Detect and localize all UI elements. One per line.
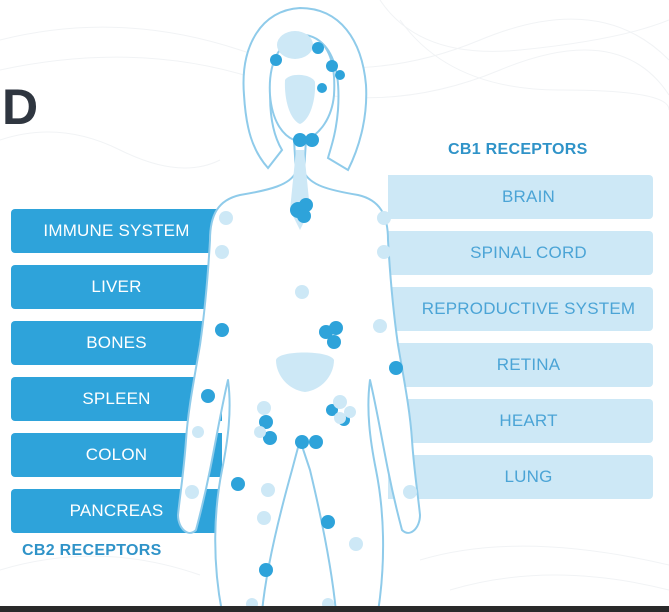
receptor-dot <box>293 133 307 147</box>
receptor-dot <box>297 209 311 223</box>
receptor-dot <box>257 511 271 525</box>
receptor-dot <box>329 321 343 335</box>
receptor-dot <box>254 426 266 438</box>
receptor-dot <box>215 323 229 337</box>
receptor-dot <box>344 406 356 418</box>
receptor-dot <box>377 245 391 259</box>
receptor-dot <box>334 412 346 424</box>
receptor-dot <box>219 211 233 225</box>
receptor-dot <box>333 395 347 409</box>
receptor-dot <box>349 537 363 551</box>
receptor-dot <box>312 42 324 54</box>
receptor-dot <box>403 485 417 499</box>
bottom-border <box>0 606 669 612</box>
receptor-dot <box>192 426 204 438</box>
receptor-dot <box>335 70 345 80</box>
receptor-dot <box>215 245 229 259</box>
receptor-dot <box>231 477 245 491</box>
receptor-dot <box>257 401 271 415</box>
receptor-dot <box>259 563 273 577</box>
receptor-dot <box>326 60 338 72</box>
brain-shape <box>277 31 313 59</box>
receptor-dot <box>389 361 403 375</box>
receptor-dot <box>309 435 323 449</box>
receptor-dot <box>305 133 319 147</box>
receptor-dot <box>377 211 391 225</box>
receptor-dot <box>317 83 327 93</box>
receptor-dot <box>261 483 275 497</box>
receptor-dot <box>373 319 387 333</box>
receptor-dot <box>185 485 199 499</box>
receptor-dot <box>295 435 309 449</box>
receptor-dot <box>327 335 341 349</box>
receptor-dot <box>270 54 282 66</box>
receptor-dot <box>295 285 309 299</box>
receptor-dot <box>321 515 335 529</box>
receptor-dot <box>201 389 215 403</box>
